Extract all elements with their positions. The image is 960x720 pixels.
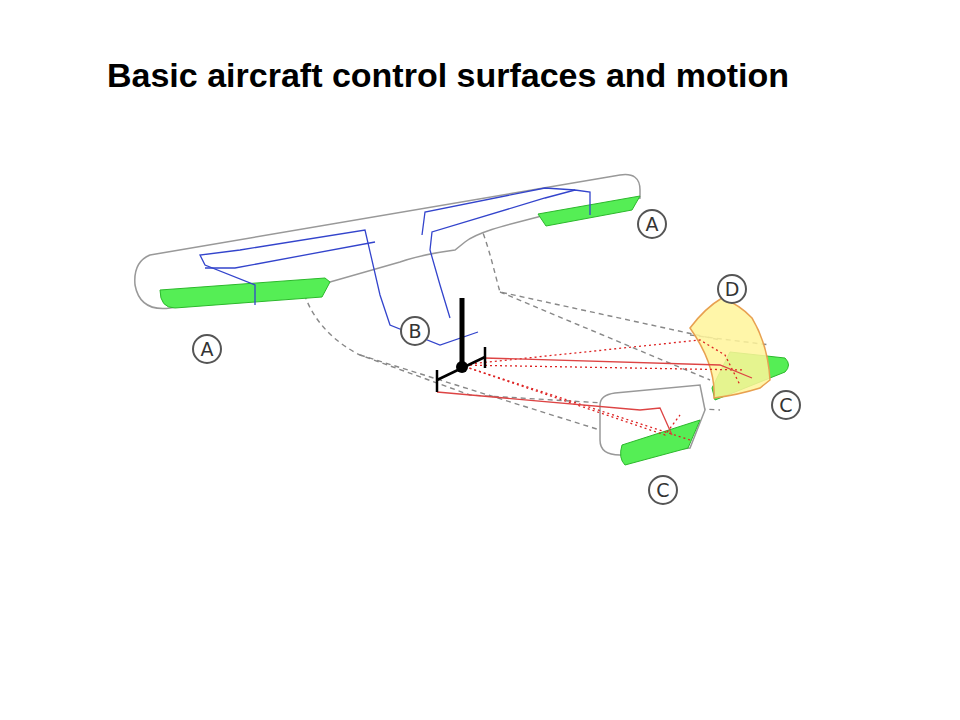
callout-circle: C <box>771 390 801 420</box>
callout-circle: C <box>648 475 678 505</box>
callout-letter: C <box>779 396 792 415</box>
callout-circle: A <box>192 334 222 364</box>
callout-letter: D <box>725 280 740 299</box>
callout-circle: D <box>717 274 747 304</box>
callout-circle: A <box>637 209 667 239</box>
callout-letter: A <box>201 340 214 359</box>
slide-title: Basic aircraft control surfaces and moti… <box>107 56 789 95</box>
callout-circle: B <box>400 316 430 346</box>
callout-letter: A <box>646 215 659 234</box>
callout-letter: B <box>408 322 421 341</box>
callout-letter: C <box>656 481 669 500</box>
